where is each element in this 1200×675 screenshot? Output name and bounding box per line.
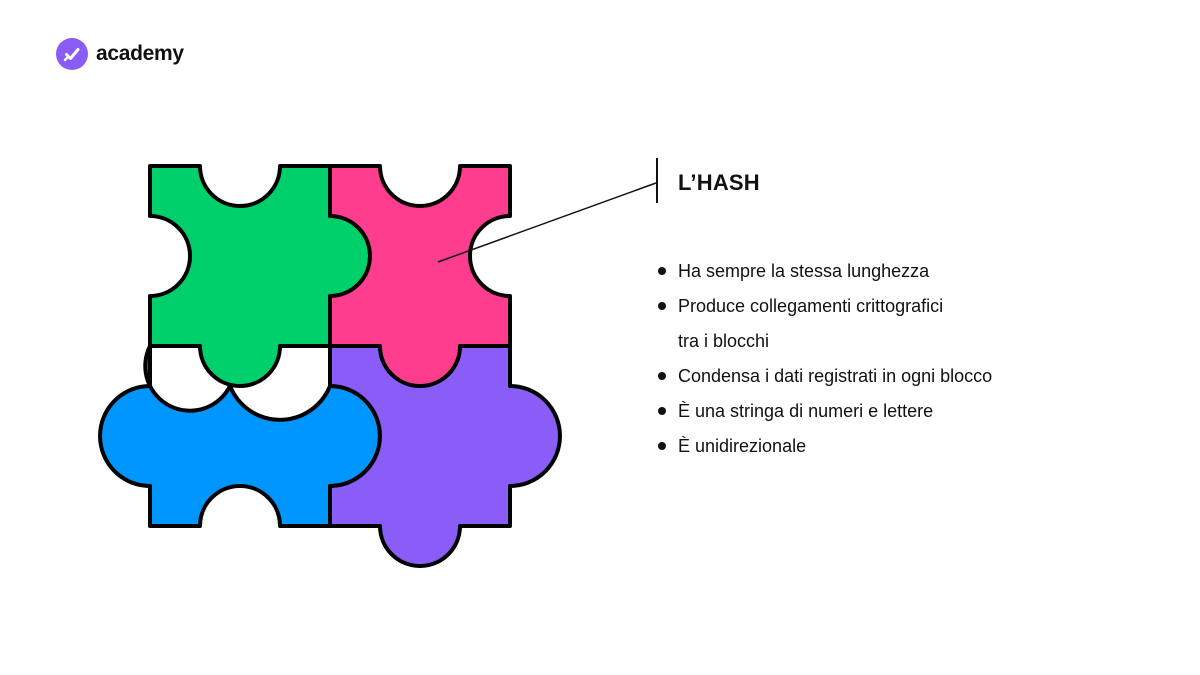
page-title: L’HASH <box>678 170 760 195</box>
puzzle-piece-pink <box>328 164 512 388</box>
list-item: Condensa i dati registrati in ogni blocc… <box>658 359 1158 394</box>
list-item: È unidirezionale <box>658 429 1158 464</box>
bullet-list: Ha sempre la stessa lunghezza Produce co… <box>658 254 1158 464</box>
brand-logo[interactable]: academy <box>56 38 184 70</box>
brand-name: academy <box>96 42 184 65</box>
pointer-line <box>437 182 657 263</box>
list-item: È una stringa di numeri e lettere <box>658 394 1158 429</box>
list-item: Ha sempre la stessa lunghezza <box>658 254 1158 289</box>
check-icon <box>56 38 88 70</box>
title-tick <box>656 158 658 203</box>
